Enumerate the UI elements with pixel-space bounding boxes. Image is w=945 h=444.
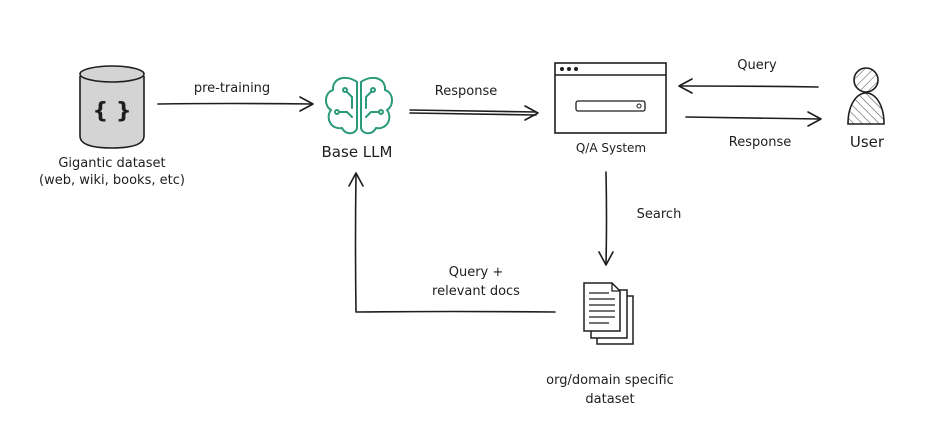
search-arrow [598, 171, 614, 266]
dataset-label-line1: Gigantic dataset [58, 156, 165, 171]
database-icon: { } [79, 65, 145, 149]
qa-label: Q/A System [576, 141, 646, 155]
response-label-qa-to-user: Response [729, 135, 791, 150]
response-arrow-qa-to-user [685, 111, 822, 127]
org-dataset-label-line2: dataset [585, 392, 634, 407]
documents-icon [583, 282, 634, 345]
user-icon [847, 67, 885, 125]
query-docs-label-line2: relevant docs [432, 284, 520, 299]
search-label: Search [637, 207, 682, 222]
braces-glyph: { } [93, 99, 132, 124]
llm-label: Base LLM [322, 143, 393, 161]
query-label-user-to-qa: Query [737, 58, 777, 73]
brain-circuit-icon [325, 76, 393, 135]
user-label: User [850, 133, 885, 151]
org-dataset-label-line1: org/domain specific [546, 373, 674, 388]
response-label-llm-to-qa: Response [435, 84, 497, 99]
response-arrow-llm-to-qa [409, 105, 539, 121]
browser-window-icon [554, 62, 667, 134]
query-docs-label-line1: Query + [449, 265, 504, 280]
pretraining-label: pre-training [194, 81, 270, 96]
pretraining-arrow [157, 96, 314, 112]
dataset-label-line2: (web, wiki, books, etc) [39, 173, 185, 188]
query-docs-arrow [348, 172, 556, 313]
query-arrow-user-to-qa [678, 78, 819, 94]
